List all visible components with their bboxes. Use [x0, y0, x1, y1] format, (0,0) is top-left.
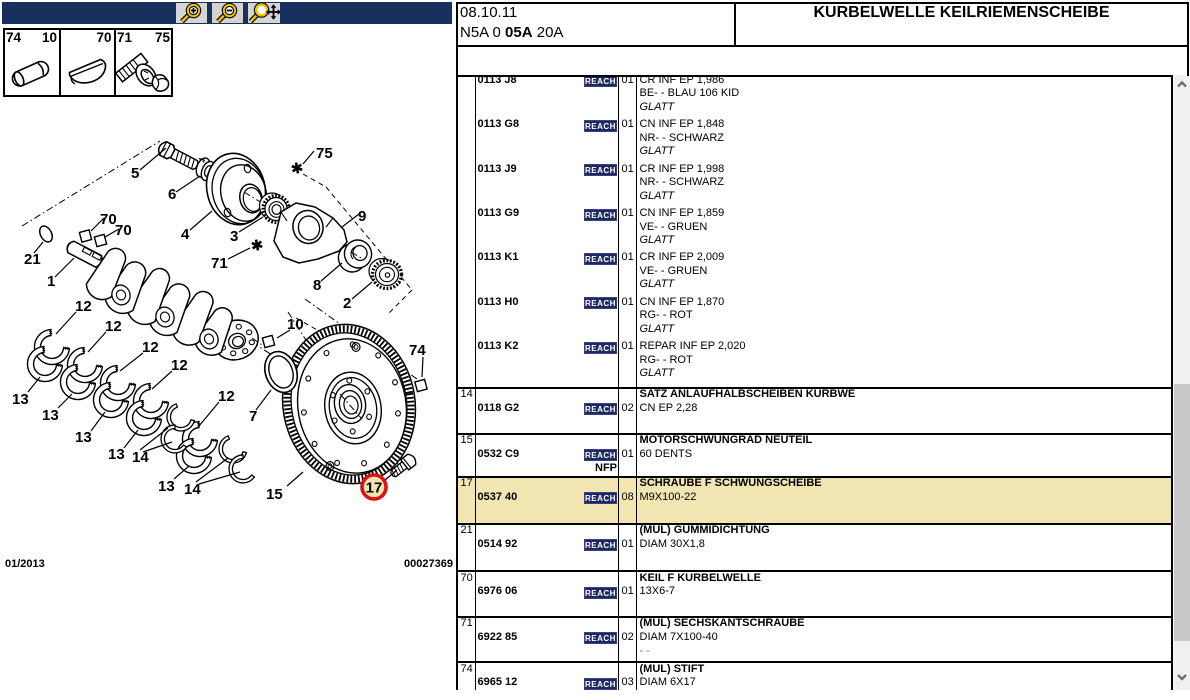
- svg-text:21: 21: [24, 251, 41, 268]
- svg-text:12: 12: [142, 339, 159, 356]
- svg-text:4: 4: [181, 226, 190, 243]
- svg-text:12: 12: [75, 298, 92, 315]
- svg-text:70: 70: [115, 222, 132, 239]
- svg-text:6: 6: [168, 186, 176, 203]
- svg-text:71: 71: [211, 255, 228, 272]
- svg-text:5: 5: [131, 165, 139, 182]
- svg-text:12: 12: [171, 357, 188, 374]
- svg-text:70: 70: [100, 211, 117, 228]
- svg-text:9: 9: [358, 208, 366, 225]
- svg-text:12: 12: [218, 388, 235, 405]
- svg-text:13: 13: [108, 446, 125, 463]
- svg-text:14: 14: [132, 449, 149, 466]
- svg-text:1: 1: [47, 273, 55, 290]
- svg-text:74: 74: [409, 342, 426, 359]
- svg-text:8: 8: [313, 277, 321, 294]
- svg-text:13: 13: [12, 391, 29, 408]
- svg-text:10: 10: [287, 316, 304, 333]
- svg-text:14: 14: [184, 481, 201, 498]
- svg-text:15: 15: [266, 486, 283, 503]
- svg-text:17: 17: [366, 480, 383, 497]
- svg-text:12: 12: [105, 318, 122, 335]
- svg-text:13: 13: [42, 407, 59, 424]
- svg-text:3: 3: [230, 228, 238, 245]
- svg-text:13: 13: [158, 478, 175, 495]
- svg-text:13: 13: [75, 429, 92, 446]
- svg-text:7: 7: [249, 408, 257, 425]
- svg-text:2: 2: [343, 295, 351, 312]
- svg-text:75: 75: [316, 145, 333, 162]
